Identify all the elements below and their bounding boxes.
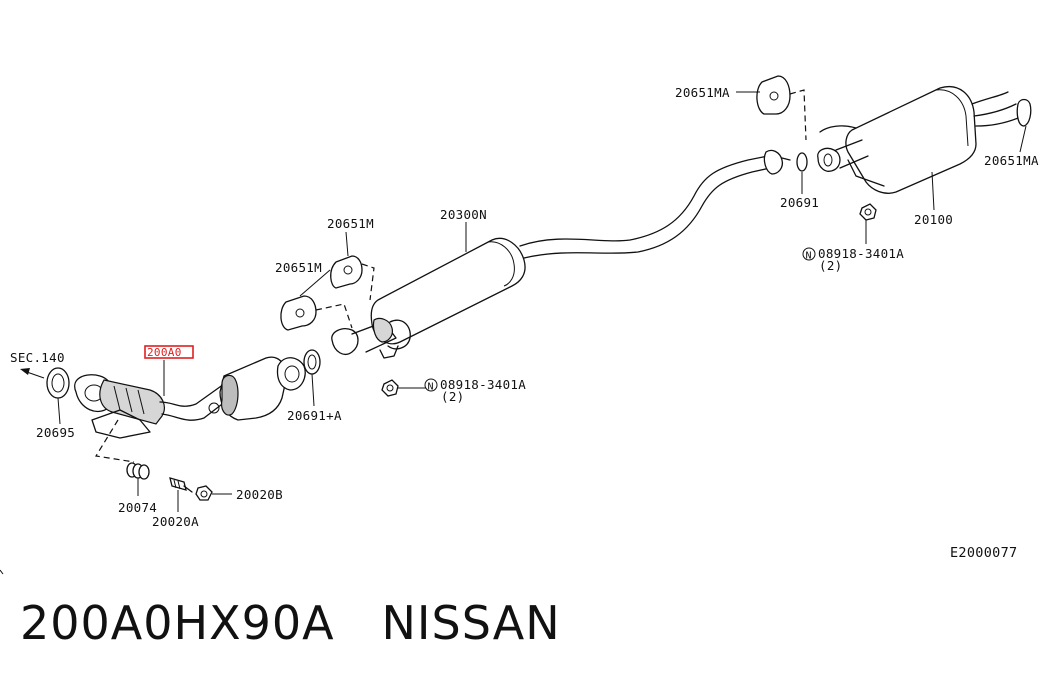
label-20651MA-upper: 20651MA — [675, 85, 730, 100]
label-20695: 20695 — [36, 425, 75, 440]
gasket-20691[interactable] — [796, 152, 808, 172]
svg-text:N: N — [806, 251, 812, 262]
spring-20074[interactable] — [126, 462, 150, 480]
main-muffler-20100[interactable] — [817, 86, 1019, 194]
label-200A0: 200A0 — [147, 346, 182, 359]
label-20020A: 20020A — [152, 514, 199, 529]
highlight-box — [144, 345, 194, 359]
label-20691: 20691 — [780, 195, 819, 210]
label-nut-front-code: 08918-3401A — [440, 377, 526, 392]
mount-20651M-upper[interactable] — [330, 255, 363, 289]
label-nut-rear-code: 08918-3401A — [818, 246, 904, 261]
mount-20651M-lower[interactable] — [280, 295, 317, 331]
part-title: 200A0HX90A NISSAN — [20, 596, 561, 650]
label-20074: 20074 — [118, 500, 157, 515]
center-muffler-20300N[interactable] — [331, 149, 791, 359]
label-nut-rear-qty: (2) — [819, 258, 842, 273]
svg-text:N: N — [428, 382, 434, 393]
label-20100: 20100 — [914, 212, 953, 227]
label-20691A: 20691+A — [287, 408, 342, 423]
gasket-20695[interactable] — [46, 367, 70, 399]
label-sec140: SEC.140 — [10, 350, 65, 365]
n-symbol-icon: N — [424, 378, 438, 393]
front-tube-catalyst-200A0[interactable] — [74, 356, 306, 439]
title-separator — [335, 596, 382, 650]
label-20651MA-right: 20651MA — [984, 153, 1039, 168]
brand-name: NISSAN — [381, 596, 561, 650]
n-symbol-icon: N — [802, 247, 816, 262]
label-20651M-lower: 20651M — [275, 260, 322, 275]
stud-20020A[interactable] — [169, 477, 193, 493]
sec140-arrow-icon — [20, 368, 45, 379]
label-20651M-upper: 20651M — [327, 216, 374, 231]
part-number: 200A0HX90A — [20, 596, 335, 650]
gasket-20691A[interactable] — [303, 349, 321, 375]
mount-20651MA-right[interactable] — [1016, 98, 1032, 127]
nut-08918-rear[interactable] — [859, 203, 877, 221]
diagram-code: E2000077 — [950, 545, 1017, 561]
mount-20651MA-upper[interactable] — [756, 75, 791, 115]
nut-08918-front[interactable] — [381, 379, 399, 397]
label-20020B: 20020B — [236, 487, 283, 502]
label-nut-front-qty: (2) — [441, 389, 464, 404]
nut-20020B[interactable] — [195, 485, 213, 501]
label-20300N: 20300N — [440, 207, 487, 222]
